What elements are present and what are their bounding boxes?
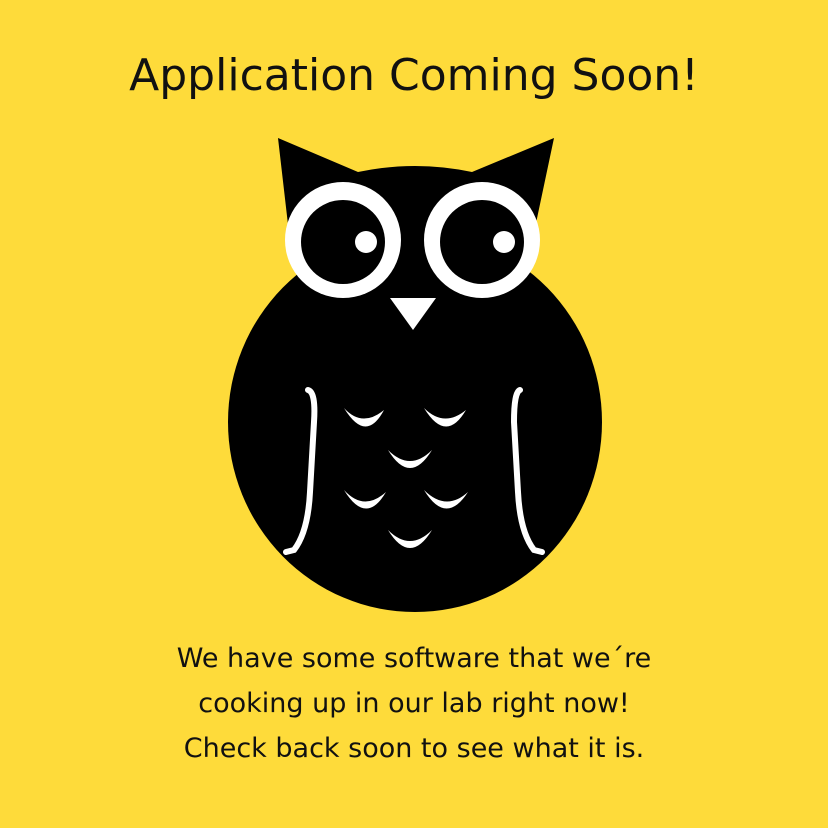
message-line: Check back soon to see what it is.	[183, 733, 645, 764]
owl-feathers	[344, 408, 468, 548]
owl-right-eye	[424, 182, 540, 298]
owl-left-wing	[283, 387, 318, 555]
owl-beak	[390, 298, 436, 330]
message-line: cooking up in our lab right now!	[198, 688, 630, 719]
owl-body	[228, 232, 602, 612]
coming-soon-message: We have some software that we´re cooking…	[0, 636, 828, 771]
owl-right-wing	[510, 387, 545, 555]
page-title: Application Coming Soon!	[129, 50, 699, 101]
message-line: We have some software that we´re	[176, 643, 652, 674]
owl-icon	[228, 138, 602, 612]
owl-left-eye	[285, 182, 401, 298]
